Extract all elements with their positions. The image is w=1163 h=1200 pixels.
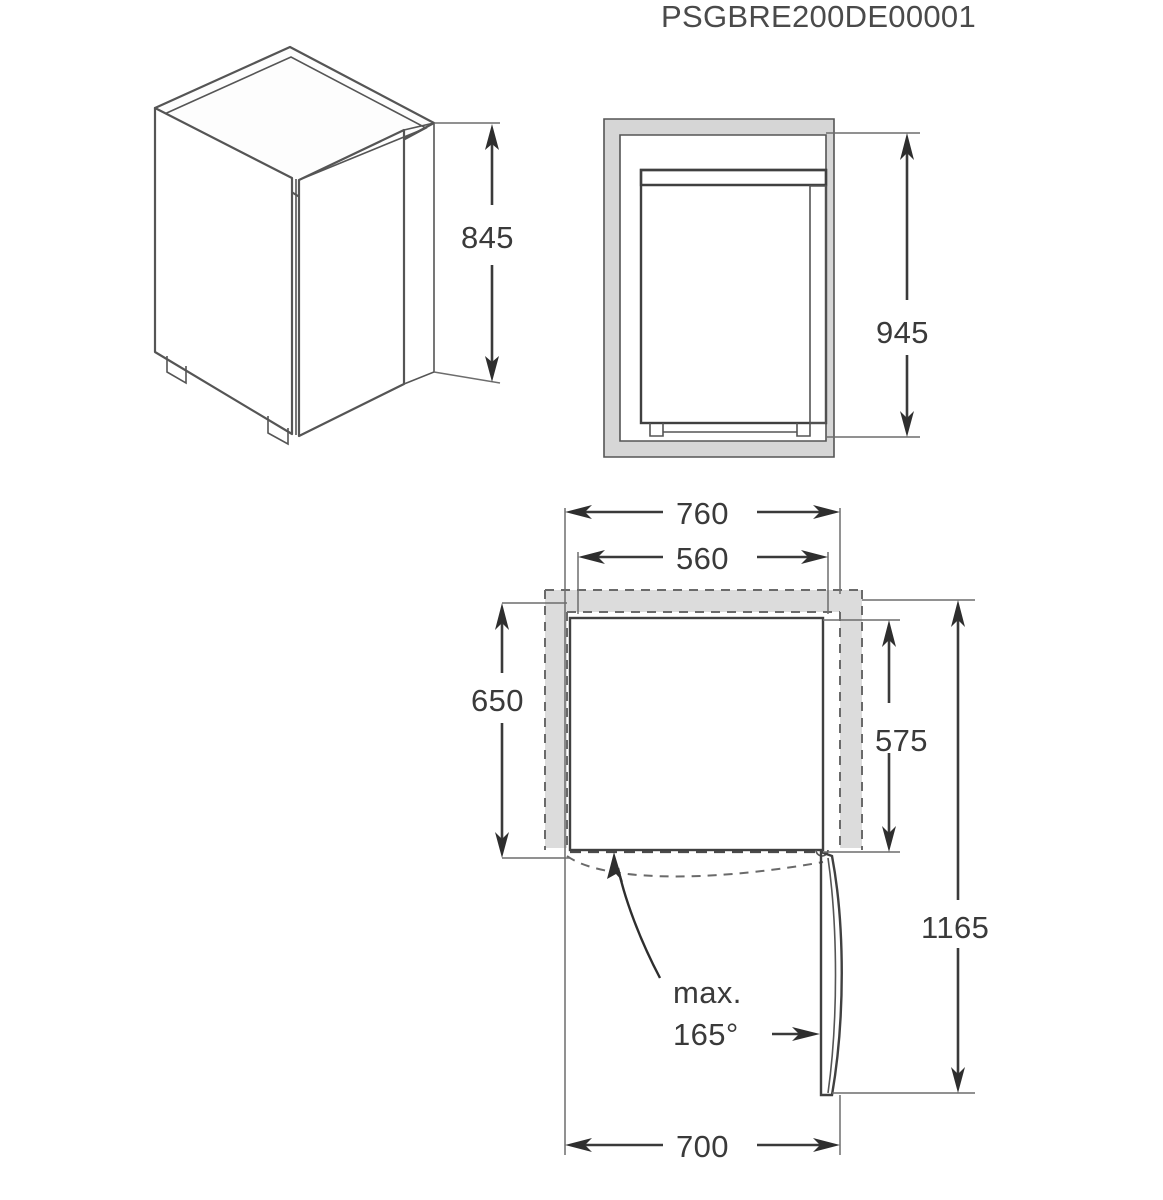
front-niche-outer-outline: [603, 118, 835, 458]
dimension-700: 700: [565, 1129, 840, 1164]
dimension-760: 760: [565, 496, 840, 531]
front-foot-right: [796, 423, 811, 437]
door-angle-label-line2: 165°: [673, 1017, 739, 1052]
iso-ext-bottom: [433, 371, 501, 384]
front-appliance-top-rail: [639, 168, 828, 187]
plan-niche-outline: [544, 589, 863, 850]
dimension-575: 575: [875, 620, 928, 852]
iso-door-gap: [291, 178, 297, 435]
dimension-650-label: 650: [471, 683, 524, 718]
dimension-560: 560: [578, 541, 828, 576]
door-angle-label-line1: max.: [673, 975, 742, 1010]
dimension-1165-label: 1165: [921, 910, 989, 945]
dimension-845: 845: [461, 124, 514, 382]
drawing-title: PSGBRE200DE00001: [661, 0, 976, 34]
plan-angle-leader: [616, 867, 662, 979]
plan-niche-wall-right: [840, 612, 862, 848]
dimension-575-label: 575: [875, 723, 928, 758]
dimension-845-label: 845: [461, 220, 514, 255]
plan-view: max. 165° 760: [471, 496, 989, 1164]
iso-foot-front: [267, 416, 289, 446]
plan-door-open-panel: [819, 850, 843, 1097]
front-niche-inner-outline: [619, 134, 827, 442]
dimension-650: 650: [471, 603, 524, 858]
dimension-945: 945: [876, 133, 929, 437]
plan-angle-pointer-arrow: [792, 1027, 820, 1041]
iso-door-face: [297, 128, 406, 438]
iso-right-side: [403, 121, 435, 385]
isometric-view: 845: [153, 45, 514, 446]
plan-niche-wall-left-back: [545, 590, 862, 848]
front-foot-left: [649, 423, 664, 437]
iso-door-top-edge: [298, 127, 427, 181]
plan-door-open-inner-edge: [827, 857, 837, 1094]
plan-appliance-body: [568, 616, 825, 852]
iso-foot-left: [166, 356, 187, 385]
plan-door-swing-path: [566, 855, 824, 878]
front-view: 945: [603, 118, 929, 458]
front-appliance-body: [639, 168, 828, 425]
dimension-1165: 1165: [921, 600, 989, 1093]
dimension-945-label: 945: [876, 315, 929, 350]
dimension-760-label: 760: [676, 496, 729, 531]
dimension-700-label: 700: [676, 1129, 729, 1164]
plan-angle-leader-arrowhead: [607, 852, 623, 882]
front-hinge-strip: [809, 185, 827, 424]
dimension-560-label: 560: [676, 541, 729, 576]
